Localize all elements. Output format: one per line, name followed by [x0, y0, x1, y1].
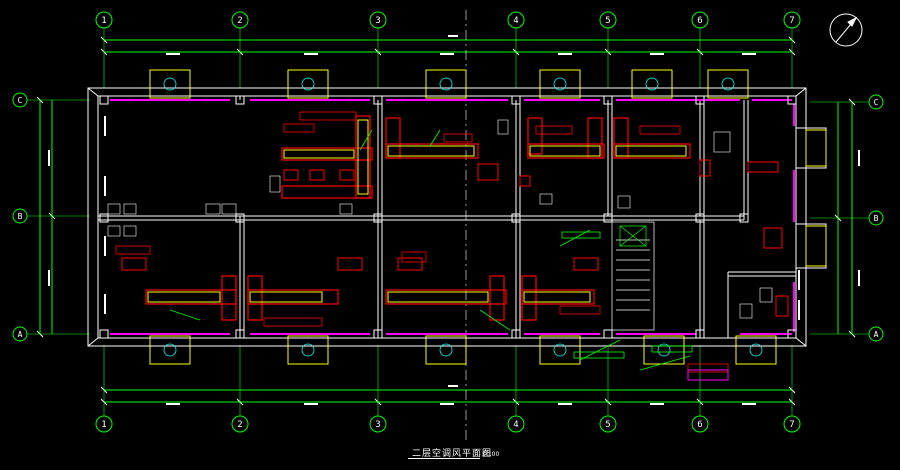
north-arrow-icon [829, 13, 863, 47]
grid-labels-bottom: 1 2 3 4 5 6 7 [101, 420, 794, 430]
grid-col-2-bottom: 2 [237, 420, 242, 430]
grid-col-1-bottom: 1 [101, 420, 106, 430]
magenta-walls [110, 99, 795, 335]
side-dimension-stubs [48, 116, 860, 320]
dimension-lines [36, 36, 856, 406]
magenta-legend-tag [687, 369, 729, 381]
diffusers [121, 159, 789, 317]
equipment-outlines [107, 119, 773, 319]
building-walls [87, 87, 827, 347]
stairwell [611, 221, 655, 331]
annotation-tags [115, 111, 729, 373]
grid-labels-rows: C B A C B A [18, 96, 879, 339]
grid-col-4-top: 4 [513, 16, 518, 26]
title-underline [408, 458, 480, 459]
grid-col-7-top: 7 [789, 16, 794, 26]
grid-col-4-bottom: 4 [513, 420, 518, 430]
dimension-stubs [166, 35, 756, 405]
drawing-scale: 1:100 [482, 451, 500, 458]
grid-col-5-top: 5 [605, 16, 610, 26]
grid-labels-top: 1 2 3 4 5 6 7 [101, 16, 794, 26]
grid-col-6-bottom: 6 [697, 420, 702, 430]
grid-row-c-left: C [18, 96, 23, 105]
grid-row-a-left: A [18, 330, 23, 339]
exterior-units [149, 69, 827, 365]
grid-col-3-top: 3 [375, 16, 380, 26]
grid-row-a-right: A [874, 330, 879, 339]
grid-col-3-bottom: 3 [375, 420, 380, 430]
grid-row-b-right: B [874, 214, 879, 223]
grid-col-5-bottom: 5 [605, 420, 610, 430]
grid-row-b-left: B [18, 212, 23, 221]
grid-row-c-right: C [874, 98, 879, 107]
grid-lines [27, 28, 869, 416]
grid-col-6-top: 6 [697, 16, 702, 26]
grid-col-7-bottom: 7 [789, 420, 794, 430]
structural-columns [99, 95, 797, 339]
duct-fittings-yellow [147, 119, 687, 303]
leader-lines [169, 129, 691, 371]
drawing-title: 二层空调风平面图 [412, 449, 493, 459]
grid-col-1-top: 1 [101, 16, 106, 26]
grid-col-2-top: 2 [237, 16, 242, 26]
green-tags [561, 231, 693, 359]
duct-system [145, 115, 691, 321]
exterior-unit-fans [163, 77, 763, 357]
